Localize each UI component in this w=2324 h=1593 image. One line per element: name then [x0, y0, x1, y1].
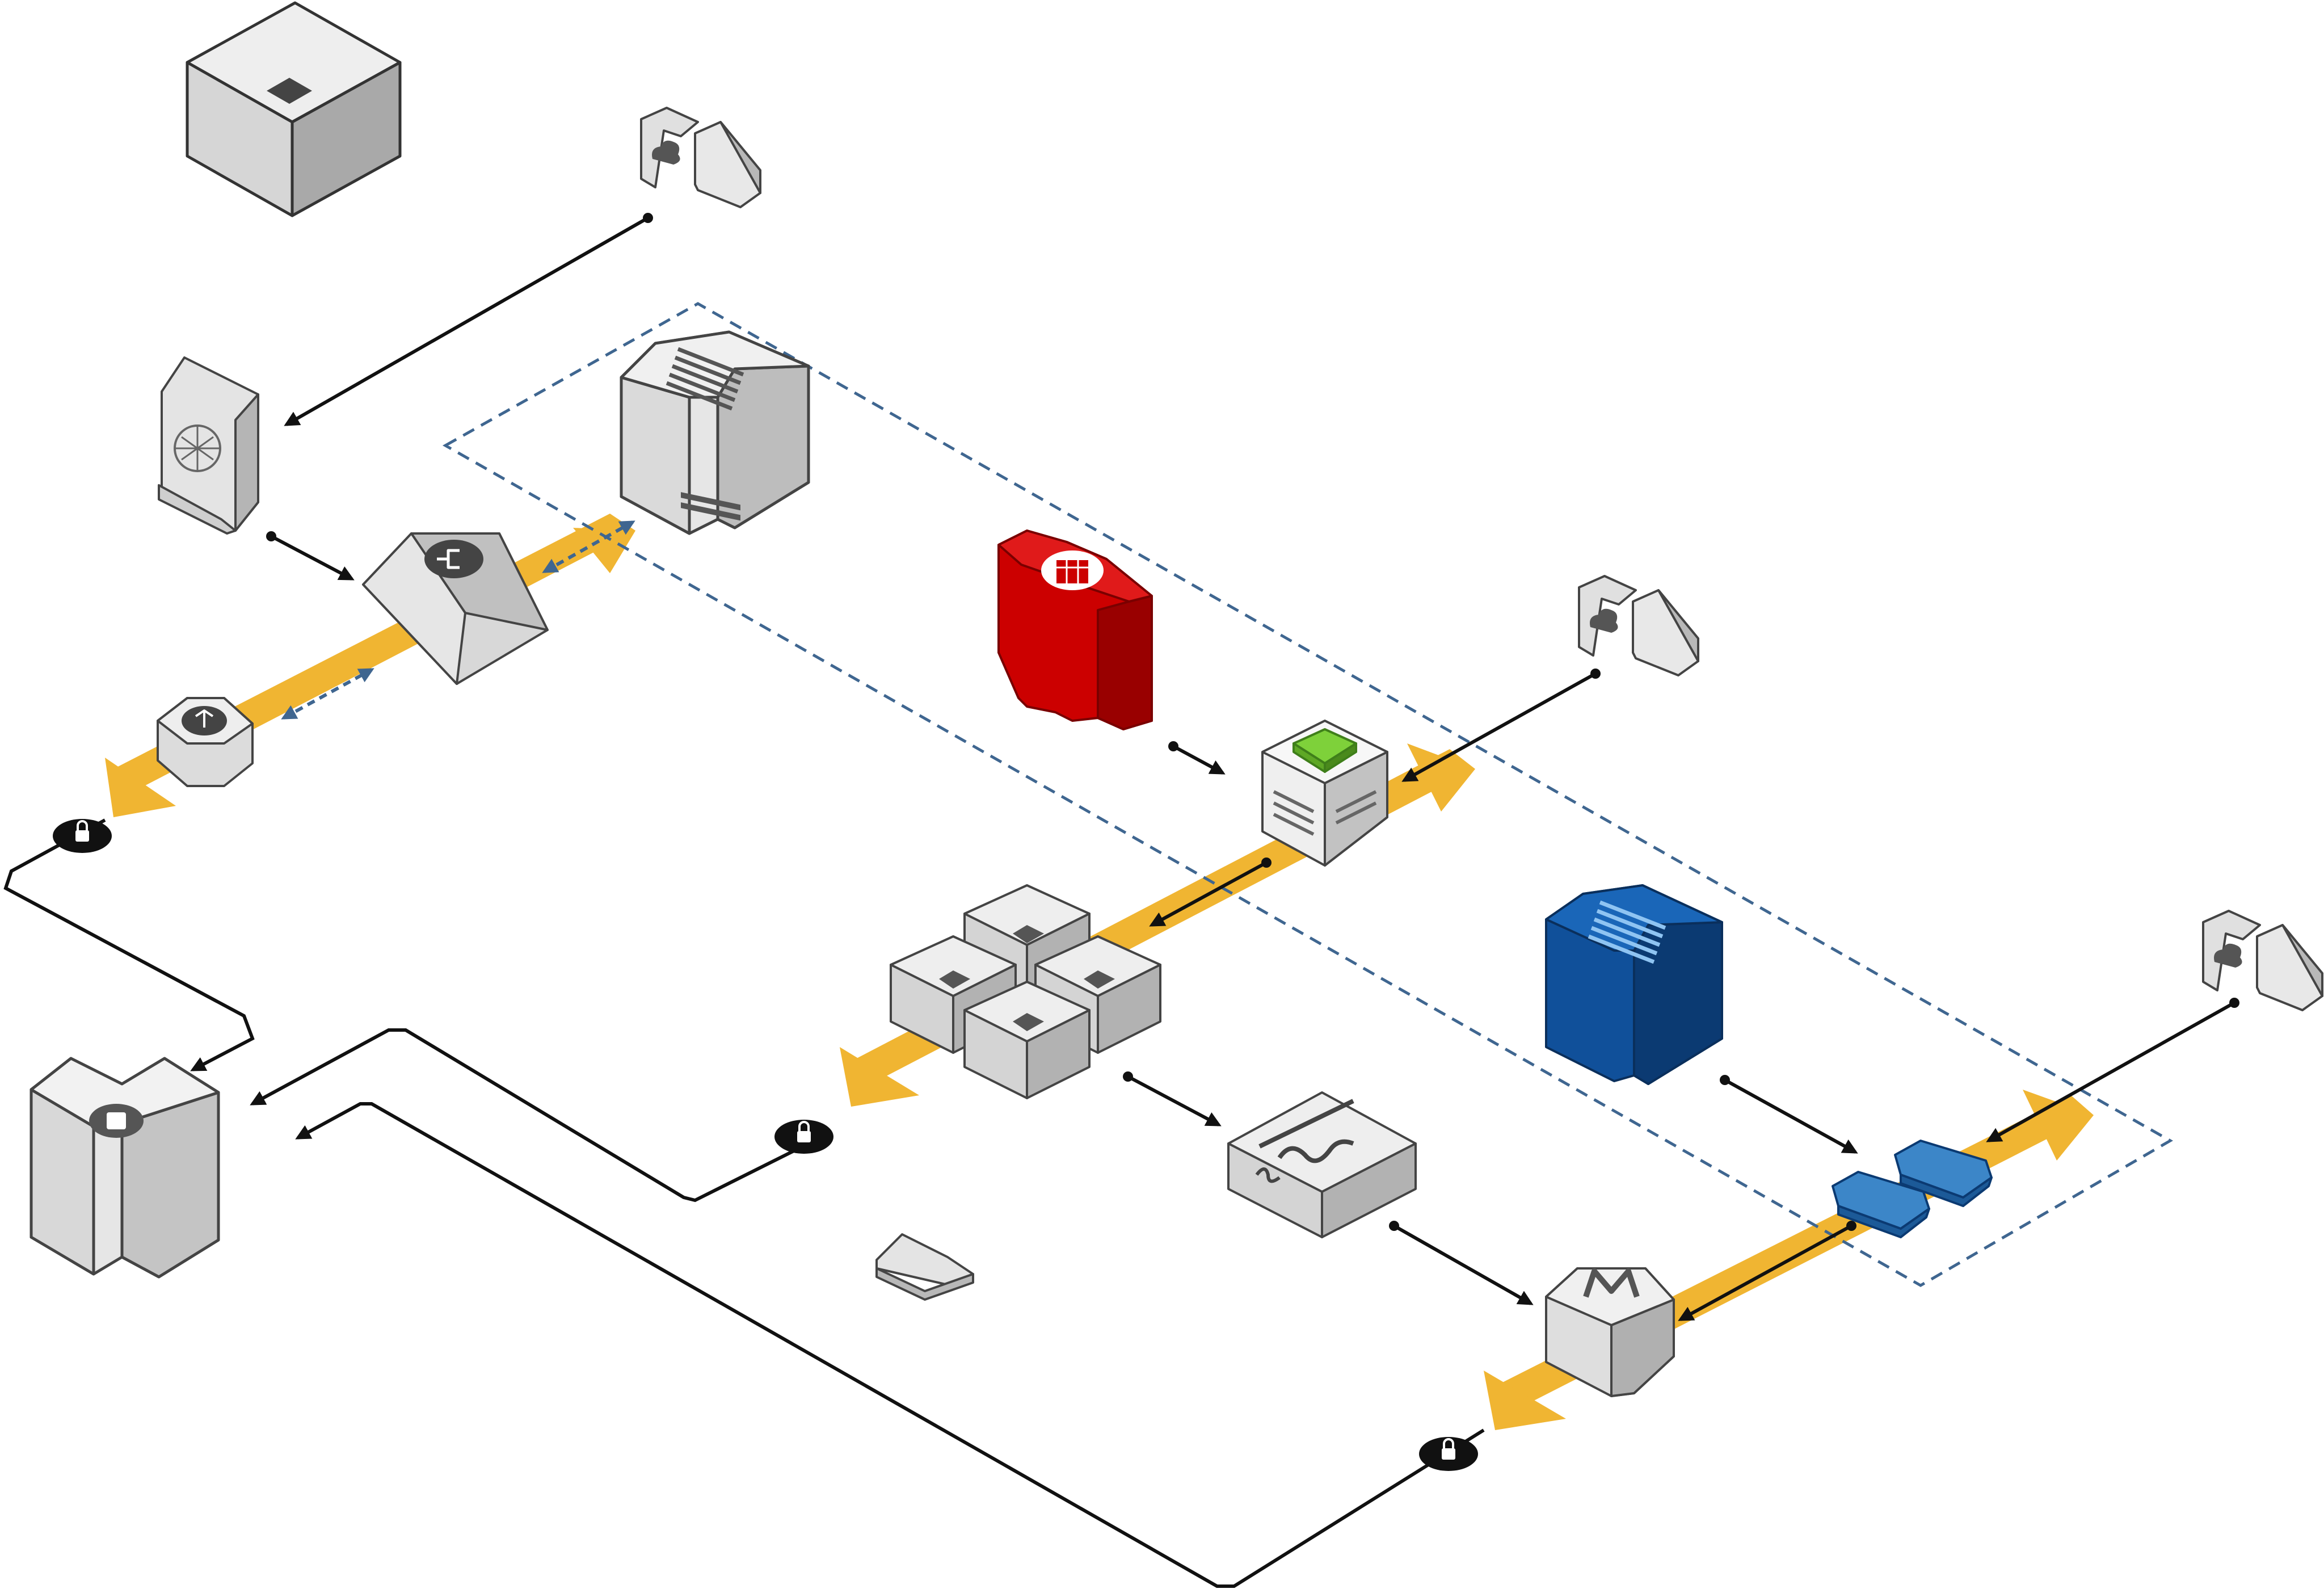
- router-hub-icon: [362, 532, 549, 685]
- edge-database-server: [1172, 745, 1226, 775]
- edge-cloud3-storage: [1986, 1001, 2235, 1142]
- device-icon: [875, 1233, 974, 1301]
- cloud-connector-icon: [2202, 910, 2323, 1011]
- server-icon: [1261, 720, 1388, 867]
- edge-server-cluster: [1149, 861, 1268, 927]
- network-switch-icon: [157, 697, 254, 787]
- datacenter-icon: [620, 330, 810, 535]
- database-cylinder-icon: [997, 529, 1153, 730]
- lock-icon: [53, 819, 112, 853]
- package-icon: [1227, 1091, 1417, 1238]
- edge-package-mailhub: [1393, 1224, 1534, 1305]
- connectors: [3, 216, 2235, 1588]
- edge-router-datacenter: [542, 520, 635, 573]
- dashed-boundary: [442, 302, 2174, 1287]
- secure-link-middle: [250, 1028, 832, 1203]
- lock-icon: [774, 1120, 833, 1154]
- edge-datacenterblue-storage: [1724, 1078, 1858, 1154]
- connector-dots: [266, 213, 2239, 1231]
- firewall-appliance-icon: [158, 356, 259, 535]
- datacenter-icon: [1545, 884, 1723, 1085]
- storage-volume-icon: [1832, 1140, 1993, 1238]
- cloud-connector-icon: [1578, 575, 1699, 676]
- lock-icon: [1419, 1437, 1478, 1471]
- generic-cube-icon: [186, 1, 402, 217]
- mail-hub-icon: [1545, 1267, 1675, 1397]
- edge-switch-router: [281, 668, 374, 720]
- edge-cluster-package: [1127, 1075, 1222, 1127]
- edge-storage-mailhub: [1678, 1224, 1853, 1321]
- compute-cluster-icon: [890, 884, 1161, 1099]
- gateway-icon: [30, 1057, 220, 1279]
- edge-cloud1-firewall: [284, 216, 649, 426]
- edge-cloud2-server: [1401, 672, 1597, 782]
- secure-link-right: [295, 1102, 1485, 1588]
- cloud-connector-icon: [640, 107, 761, 208]
- secure-link-left: [3, 818, 255, 1071]
- edge-firewall-router: [270, 535, 355, 581]
